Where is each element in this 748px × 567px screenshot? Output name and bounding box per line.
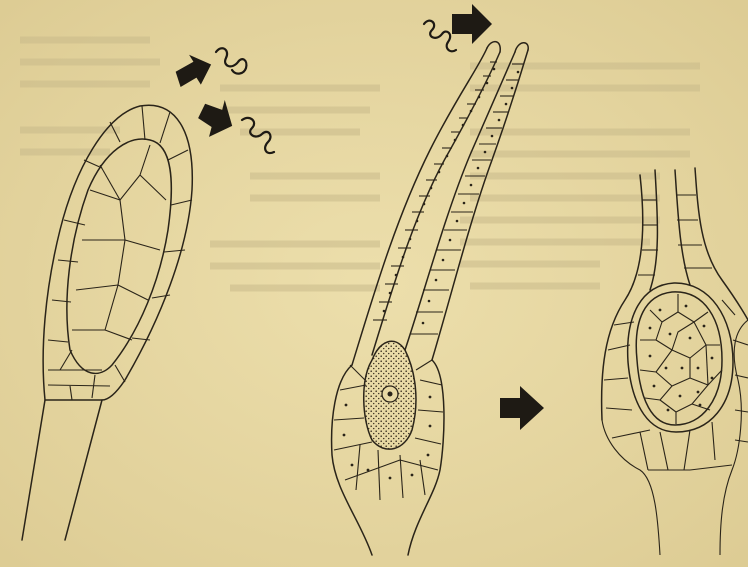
egg-nucleolus: [388, 392, 393, 397]
